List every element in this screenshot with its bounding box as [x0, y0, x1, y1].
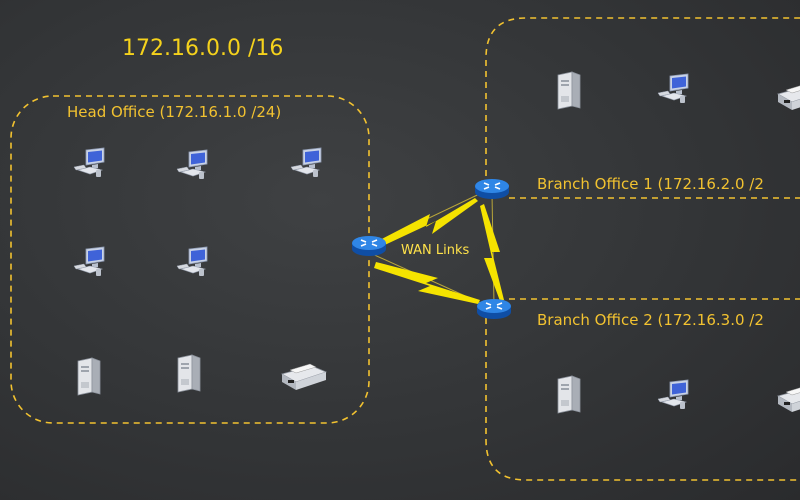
workstation-icon[interactable] — [73, 246, 105, 277]
head-office-boundary — [10, 95, 370, 424]
wan-links-label: WAN Links — [401, 243, 470, 258]
workstation-icon[interactable] — [176, 149, 208, 180]
lightning-icon — [372, 198, 478, 250]
printer-icon[interactable] — [281, 363, 327, 391]
lightning-icon — [480, 204, 504, 301]
workstation-icon[interactable] — [176, 246, 208, 277]
router-icon[interactable] — [476, 298, 512, 320]
server-icon[interactable] — [557, 71, 581, 110]
branch-office-2-label: Branch Office 2 (172.16.3.0 /2 — [537, 311, 764, 329]
branch-office-2-boundary — [485, 298, 800, 481]
server-icon[interactable] — [557, 375, 581, 414]
server-icon[interactable] — [177, 354, 201, 393]
router-icon[interactable] — [351, 235, 387, 257]
workstation-icon[interactable] — [73, 147, 105, 178]
server-icon[interactable] — [77, 357, 101, 396]
router-icon[interactable] — [474, 178, 510, 200]
workstation-icon[interactable] — [657, 73, 689, 104]
head-office-label: Head Office (172.16.1.0 /24) — [67, 103, 282, 121]
network-title: 172.16.0.0 /16 — [122, 36, 284, 61]
branch-office-1-boundary — [485, 17, 800, 198]
printer-icon[interactable] — [777, 385, 800, 413]
workstation-icon[interactable] — [290, 147, 322, 178]
workstation-icon[interactable] — [657, 379, 689, 410]
printer-icon[interactable] — [777, 83, 800, 111]
branch-office-1-label: Branch Office 1 (172.16.2.0 /2 — [537, 175, 764, 193]
lightning-icon — [374, 262, 480, 304]
